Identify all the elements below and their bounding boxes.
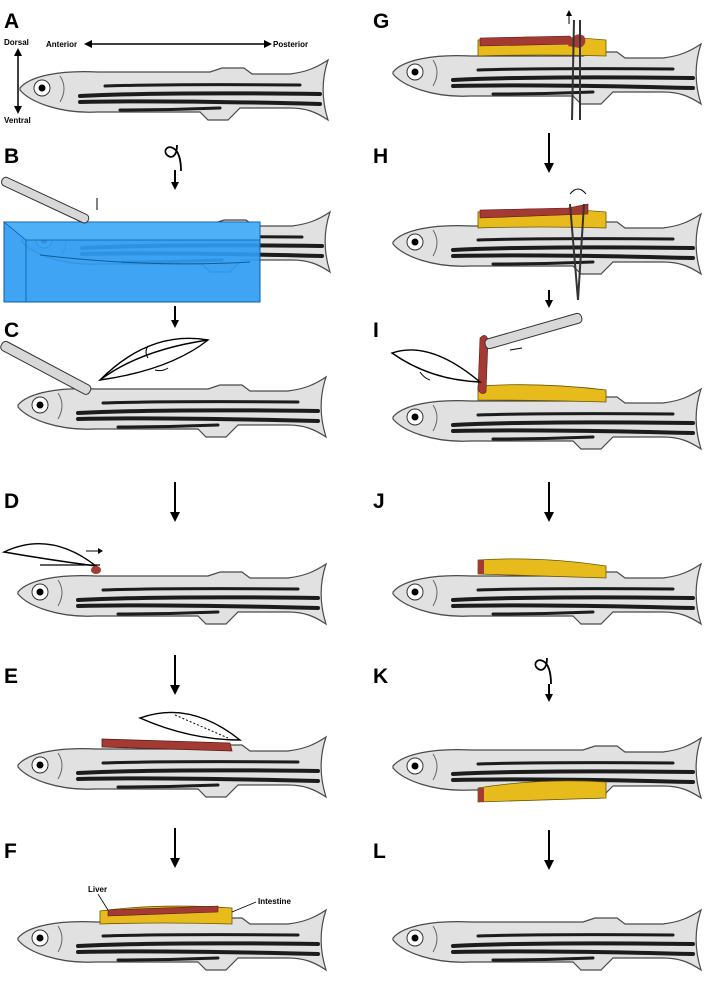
- tweezers-icon: [571, 19, 581, 121]
- liver-label: Liver: [88, 885, 107, 894]
- liver-organ: [477, 335, 489, 394]
- arrow-down-icon: [545, 290, 553, 308]
- panel-g: [391, 10, 703, 121]
- panel-letter-h: H: [373, 145, 388, 168]
- scissors-icon: [138, 711, 242, 741]
- forceps-icon: [1, 176, 90, 224]
- panel-letter-j: J: [373, 490, 385, 513]
- fish-d: [16, 562, 328, 626]
- panel-letter-l: L: [373, 840, 386, 863]
- tweezers-icon: [569, 203, 585, 301]
- panel-b: [1, 144, 332, 303]
- panel-letter-i: I: [373, 319, 379, 342]
- posterior-label: Posterior: [273, 40, 308, 49]
- panel-letter-g: G: [373, 10, 389, 33]
- panel-k: [391, 657, 703, 803]
- suture-loop-icon: [164, 144, 182, 172]
- liver-strip: [101, 738, 233, 752]
- forceps-icon: [0, 340, 92, 395]
- intestine-organ: [477, 780, 607, 803]
- arrow-down-icon: [543, 132, 555, 174]
- arrow-down-icon: [169, 481, 181, 523]
- ventral-label: Ventral: [4, 116, 31, 125]
- panel-letter-b: B: [4, 145, 19, 168]
- forceps-icon: [484, 312, 583, 350]
- intestine-organ: [477, 384, 607, 403]
- panel-d: [1, 542, 328, 626]
- scissors-icon: [390, 349, 483, 383]
- suture-loop-icon: [534, 657, 552, 685]
- panel-letter-e: E: [4, 665, 18, 688]
- panel-h: [391, 188, 703, 301]
- panel-letter-k: K: [373, 665, 388, 688]
- intestine-organ: [477, 558, 607, 579]
- fish-l: [391, 908, 703, 972]
- arrow-down-icon: [545, 684, 553, 702]
- arrow-down-icon: [171, 306, 179, 328]
- liver-organ: [479, 203, 589, 219]
- panel-j: [391, 558, 703, 626]
- scissors-icon: [1, 542, 100, 568]
- panel-letter-c: C: [4, 319, 19, 342]
- panel-a: Dorsal Ventral Anterior Posterior: [4, 38, 330, 125]
- arrow-down-icon: [543, 481, 555, 523]
- dorsal-label: Dorsal: [4, 38, 29, 47]
- arrow-down-icon: [169, 827, 181, 869]
- panel-f: Liver Intestine: [16, 885, 328, 972]
- panel-letter-d: D: [4, 490, 19, 513]
- liver-organ: [479, 35, 575, 47]
- panel-letter-a: A: [4, 10, 19, 33]
- panel-e: [16, 711, 328, 799]
- panel-i: [390, 312, 703, 451]
- fish-c: [16, 375, 328, 439]
- arrow-down-icon: [169, 654, 181, 696]
- arrow-down-icon: [543, 829, 555, 871]
- fish-a: [18, 58, 330, 122]
- liver-organ: [107, 905, 219, 917]
- scissors-icon: [98, 337, 210, 381]
- panel-letter-f: F: [4, 840, 17, 863]
- panel-l: [391, 908, 703, 972]
- anterior-label: Anterior: [46, 40, 77, 49]
- intestine-label: Intestine: [258, 897, 291, 906]
- arrow-down-icon: [171, 170, 179, 190]
- incision-mark: [91, 566, 101, 574]
- panel-c: [0, 337, 328, 439]
